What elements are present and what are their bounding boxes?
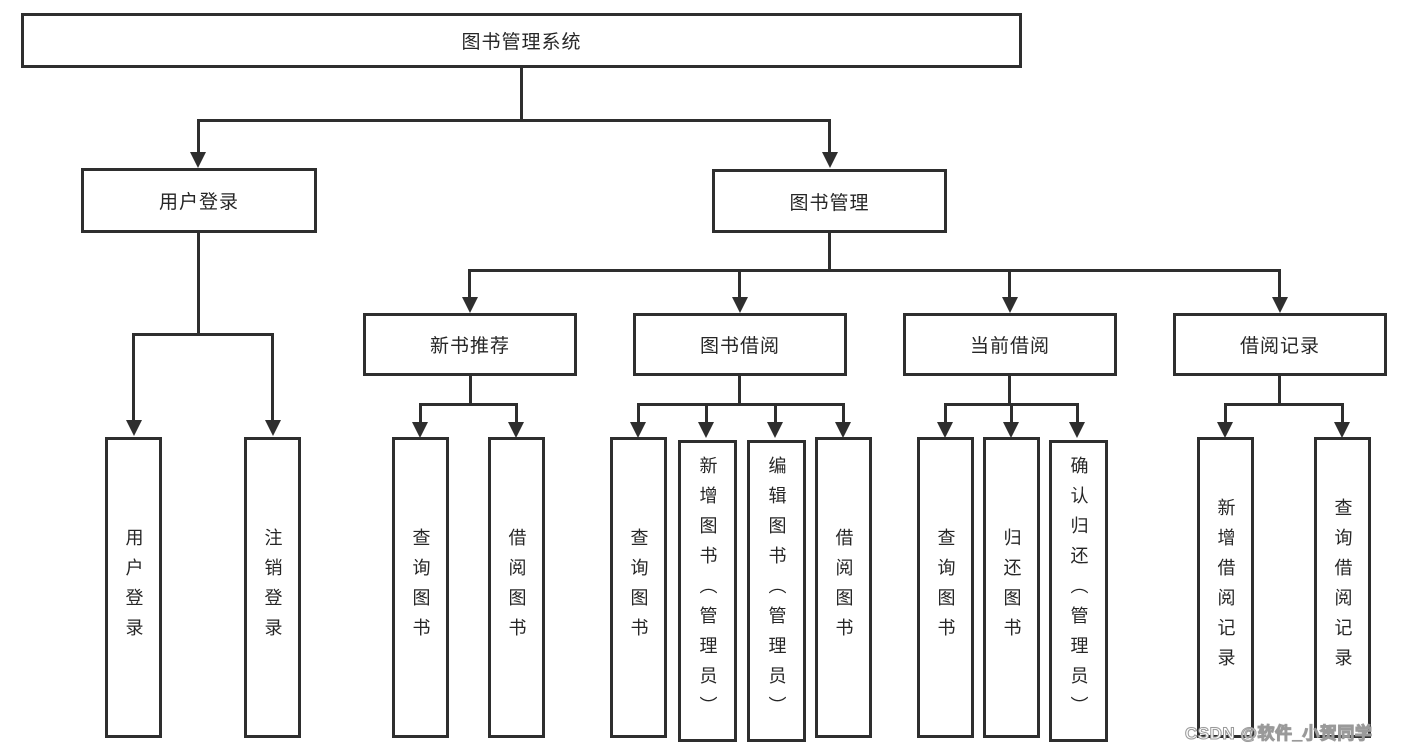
leaf-bb-add-books-admin-label: 新增图书（管理员） bbox=[697, 456, 718, 726]
connector-stem bbox=[1010, 403, 1013, 422]
leaf-bb-query-books: 查询图书 bbox=[610, 437, 667, 738]
connector-user-login-drop bbox=[197, 233, 200, 336]
node-new-book-recommend-label: 新书推荐 bbox=[429, 336, 510, 357]
connector-user-login-bus bbox=[132, 333, 274, 336]
leaf-nb-borrow-books-label: 借阅图书 bbox=[506, 527, 527, 648]
node-borrow-records: 借阅记录 bbox=[1173, 313, 1387, 376]
arrow-down-icon bbox=[508, 422, 524, 438]
connector-stem bbox=[637, 403, 640, 422]
connector-level1-bus bbox=[197, 119, 831, 122]
connector-book-borrow-drop bbox=[738, 376, 741, 406]
arrow-down-icon bbox=[698, 422, 714, 438]
arrow-down-icon bbox=[462, 297, 478, 313]
leaf-br-query-record-label: 查询借阅记录 bbox=[1332, 497, 1353, 678]
node-current-borrow: 当前借阅 bbox=[903, 313, 1117, 376]
arrow-down-icon bbox=[265, 420, 281, 436]
arrow-down-icon bbox=[1334, 422, 1350, 438]
connector-new-book-drop bbox=[469, 376, 472, 406]
connector-stem-leaf-logout bbox=[271, 333, 274, 420]
node-book-management: 图书管理 bbox=[712, 169, 947, 233]
arrow-down-icon bbox=[822, 152, 838, 168]
connector-stem bbox=[944, 403, 947, 422]
leaf-cb-return-books-label: 归还图书 bbox=[1001, 527, 1022, 648]
node-user-login-label: 用户登录 bbox=[158, 192, 239, 213]
arrow-down-icon bbox=[1069, 422, 1085, 438]
connector-stem bbox=[705, 403, 708, 422]
leaf-logout-label: 注销登录 bbox=[262, 527, 283, 648]
connector-level2-bus bbox=[468, 269, 1281, 272]
leaf-bb-edit-books-admin: 编辑图书（管理员） bbox=[747, 440, 806, 742]
leaf-bb-edit-books-admin-label: 编辑图书（管理员） bbox=[766, 456, 787, 726]
node-root: 图书管理系统 bbox=[21, 13, 1022, 68]
arrow-down-icon bbox=[630, 422, 646, 438]
leaf-bb-borrow-books: 借阅图书 bbox=[815, 437, 872, 738]
connector-borrow-records-bus bbox=[1224, 403, 1344, 406]
connector-stem bbox=[419, 403, 422, 422]
connector-borrow-records-drop bbox=[1278, 376, 1281, 406]
arrow-down-icon bbox=[1003, 422, 1019, 438]
arrow-down-icon bbox=[937, 422, 953, 438]
connector-stem bbox=[515, 403, 518, 422]
leaf-cb-query-books: 查询图书 bbox=[917, 437, 974, 738]
arrow-down-icon bbox=[412, 422, 428, 438]
leaf-user-login: 用户登录 bbox=[105, 437, 162, 738]
leaf-nb-borrow-books: 借阅图书 bbox=[488, 437, 545, 738]
connector-stem-new-book bbox=[468, 269, 471, 297]
connector-stem-book-mgmt bbox=[828, 119, 831, 152]
connector-book-mgmt-drop bbox=[828, 233, 831, 272]
connector-new-book-bus bbox=[419, 403, 518, 406]
leaf-nb-query-books-label: 查询图书 bbox=[410, 527, 431, 648]
leaf-logout: 注销登录 bbox=[244, 437, 301, 738]
node-root-label: 图书管理系统 bbox=[461, 32, 582, 53]
connector-root-trunk bbox=[520, 68, 523, 120]
connector-stem bbox=[842, 403, 845, 422]
arrow-down-icon bbox=[1272, 297, 1288, 313]
arrow-down-icon bbox=[732, 297, 748, 313]
node-book-management-label: 图书管理 bbox=[789, 192, 870, 214]
connector-stem-leaf-user-login bbox=[132, 333, 135, 420]
node-book-borrow-label: 图书借阅 bbox=[699, 336, 780, 357]
leaf-br-add-record: 新增借阅记录 bbox=[1197, 437, 1254, 738]
arrow-down-icon bbox=[835, 422, 851, 438]
connector-stem bbox=[1076, 403, 1079, 422]
arrow-down-icon bbox=[1002, 297, 1018, 313]
connector-current-borrow-drop bbox=[1008, 376, 1011, 406]
connector-stem-user-login bbox=[197, 119, 200, 152]
node-current-borrow-label: 当前借阅 bbox=[969, 336, 1050, 357]
node-book-borrow: 图书借阅 bbox=[633, 313, 847, 376]
arrow-down-icon bbox=[190, 152, 206, 168]
connector-book-borrow-bus bbox=[637, 403, 845, 406]
leaf-cb-confirm-return-admin: 确认归还（管理员） bbox=[1049, 440, 1108, 742]
csdn-watermark: CSDN @软件_小贺同学 bbox=[1184, 724, 1373, 744]
arrow-down-icon bbox=[767, 422, 783, 438]
connector-stem-borrow-records bbox=[1278, 269, 1281, 297]
leaf-cb-return-books: 归还图书 bbox=[983, 437, 1040, 738]
leaf-bb-borrow-books-label: 借阅图书 bbox=[833, 527, 854, 648]
leaf-br-query-record: 查询借阅记录 bbox=[1314, 437, 1371, 738]
connector-stem-book-borrow bbox=[738, 269, 741, 297]
leaf-cb-confirm-return-admin-label: 确认归还（管理员） bbox=[1068, 456, 1089, 726]
arrow-down-icon bbox=[126, 420, 142, 436]
node-user-login: 用户登录 bbox=[81, 168, 317, 233]
node-new-book-recommend: 新书推荐 bbox=[363, 313, 577, 376]
arrow-down-icon bbox=[1217, 422, 1233, 438]
leaf-br-add-record-label: 新增借阅记录 bbox=[1215, 497, 1236, 678]
connector-stem bbox=[774, 403, 777, 422]
connector-stem-current-borrow bbox=[1008, 269, 1011, 297]
leaf-bb-query-books-label: 查询图书 bbox=[628, 527, 649, 648]
connector-stem bbox=[1224, 403, 1227, 422]
node-borrow-records-label: 借阅记录 bbox=[1239, 336, 1320, 357]
leaf-bb-add-books-admin: 新增图书（管理员） bbox=[678, 440, 737, 742]
leaf-cb-query-books-label: 查询图书 bbox=[935, 527, 956, 648]
leaf-user-login-label: 用户登录 bbox=[123, 527, 144, 648]
leaf-nb-query-books: 查询图书 bbox=[392, 437, 449, 738]
connector-stem bbox=[1341, 403, 1344, 422]
